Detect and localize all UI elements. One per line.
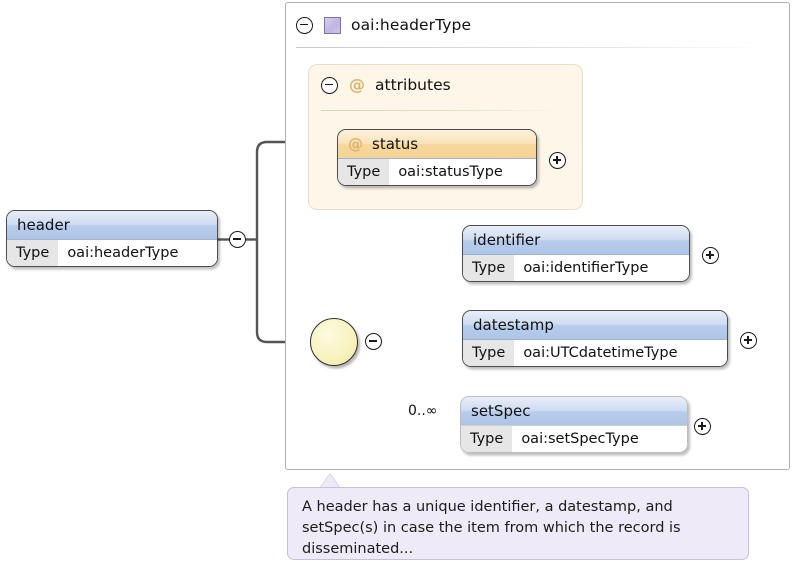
occurrence-label-setspec: 0..∞	[408, 403, 438, 419]
node-datestamp-type-value: oai:UTCdatetimeType	[514, 340, 727, 366]
attributes-panel-header: @ attributes	[321, 76, 451, 94]
documentation-text: A header has a unique identifier, a date…	[302, 499, 681, 557]
documentation-pointer	[320, 474, 340, 488]
node-datestamp-title: datestamp	[463, 311, 727, 339]
expand-plus-icon-status[interactable]	[549, 152, 566, 169]
node-identifier[interactable]: identifier Type oai:identifierType	[462, 225, 690, 282]
node-identifier-title: identifier	[463, 226, 689, 254]
node-identifier-type-key: Type	[463, 255, 515, 281]
collapse-minus-icon-header[interactable]	[229, 231, 246, 248]
attributes-panel-label: attributes	[375, 76, 451, 94]
expand-plus-icon-datestamp[interactable]	[740, 332, 757, 349]
collapse-minus-icon-sequence[interactable]	[365, 333, 382, 350]
node-status-title: @ status	[338, 130, 536, 158]
at-symbol-icon-status: @	[348, 134, 363, 153]
node-setspec-body: Type oai:setSpecType	[461, 425, 687, 452]
node-status-type-key: Type	[338, 159, 390, 185]
node-header-type-value: oai:headerType	[58, 240, 217, 266]
attributes-divider	[321, 110, 559, 111]
header-divider	[296, 47, 766, 48]
expand-plus-icon-identifier[interactable]	[702, 247, 719, 264]
node-status-body: Type oai:statusType	[338, 158, 536, 185]
node-identifier-body: Type oai:identifierType	[463, 254, 689, 281]
at-symbol-icon: @	[349, 75, 365, 94]
node-status[interactable]: @ status Type oai:statusType	[337, 129, 537, 186]
expand-plus-icon-setspec[interactable]	[694, 418, 711, 435]
documentation-callout: A header has a unique identifier, a date…	[287, 487, 749, 560]
node-header-type-key: Type	[7, 240, 59, 266]
node-header-body: Type oai:headerType	[7, 239, 217, 266]
complex-type-header: oai:headerType	[286, 3, 789, 47]
node-datestamp[interactable]: datestamp Type oai:UTCdatetimeType	[462, 310, 728, 367]
node-status-label: status	[372, 135, 419, 153]
complex-type-label: oai:headerType	[351, 16, 472, 34]
node-setspec[interactable]: setSpec Type oai:setSpecType	[460, 396, 688, 453]
collapse-minus-icon-attributes[interactable]	[321, 76, 338, 94]
node-header[interactable]: header Type oai:headerType	[6, 210, 218, 267]
node-identifier-type-value: oai:identifierType	[514, 255, 689, 281]
node-header-title: header	[7, 211, 217, 239]
sequence-compositor-node[interactable]	[310, 318, 358, 366]
complextype-square-icon	[324, 16, 341, 34]
node-setspec-type-key: Type	[461, 426, 513, 452]
node-status-type-value: oai:statusType	[389, 159, 536, 185]
node-datestamp-body: Type oai:UTCdatetimeType	[463, 339, 727, 366]
node-setspec-title: setSpec	[461, 397, 687, 425]
collapse-minus-icon-complextype[interactable]	[296, 16, 313, 34]
node-datestamp-type-key: Type	[463, 340, 515, 366]
node-setspec-type-value: oai:setSpecType	[512, 426, 687, 452]
